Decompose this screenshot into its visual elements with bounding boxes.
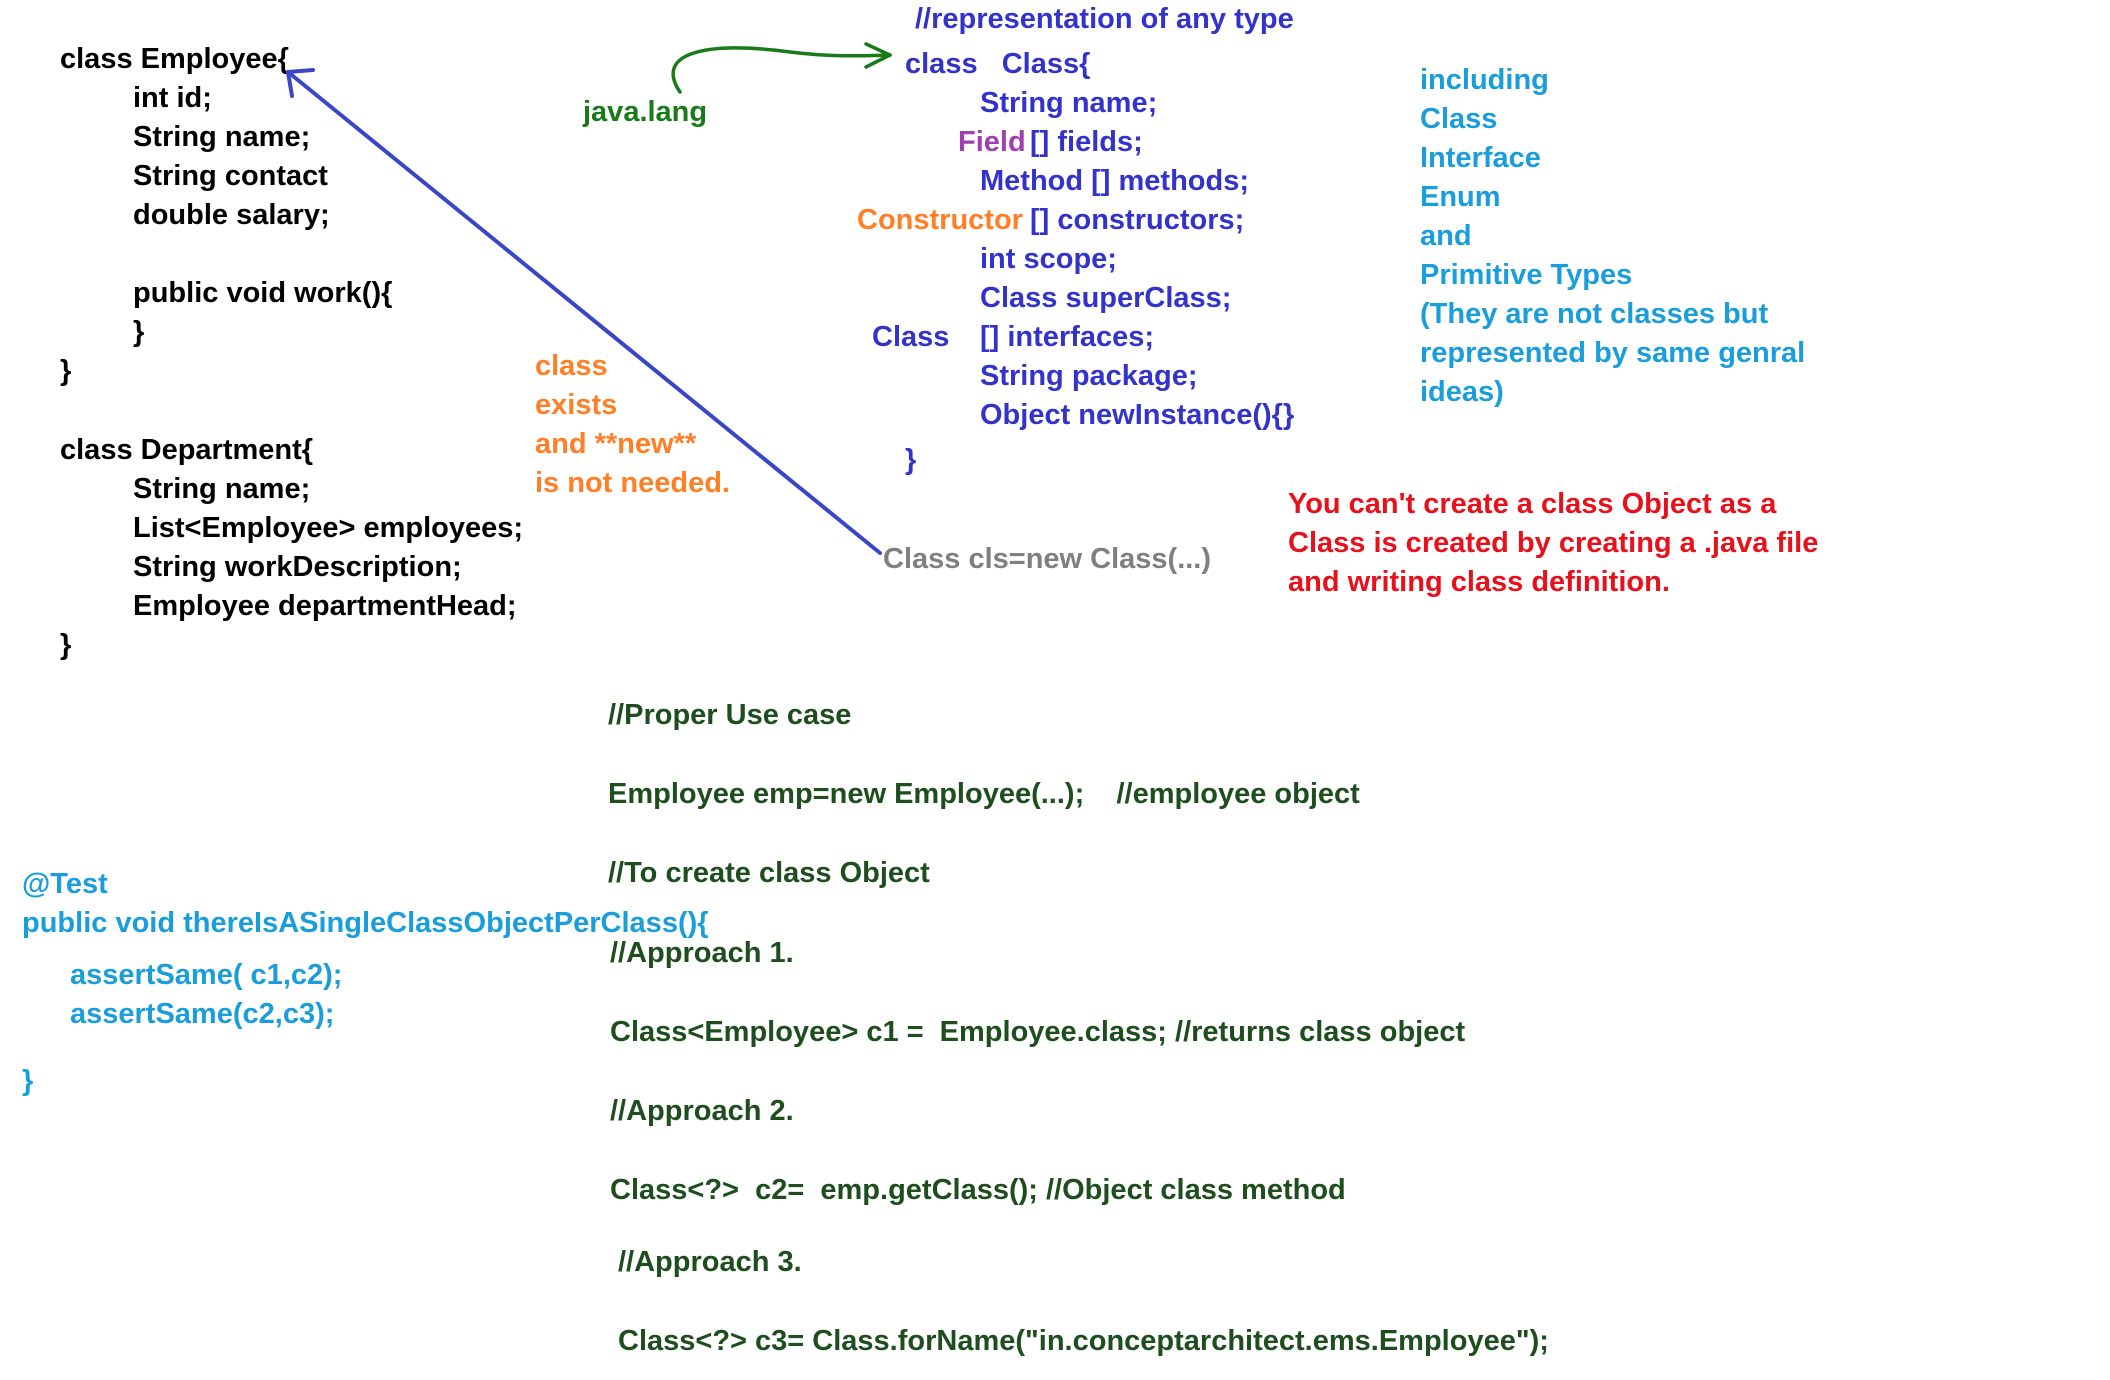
employee-class-close: } — [60, 355, 72, 387]
department-field-work-description: String workDescription; — [133, 551, 462, 583]
approach-2-comment: //Approach 2. — [610, 1095, 794, 1127]
cannot-create-note-line-3: and writing class definition. — [1288, 566, 1670, 598]
approach-3-comment: //Approach 3. — [618, 1246, 802, 1278]
class-class-field-name: String name; — [980, 87, 1158, 119]
department-field-name: String name; — [133, 473, 311, 505]
approach-3-code: Class<?> c3= Class.forName("in.conceptar… — [618, 1325, 1549, 1357]
constructor-type-label: Constructor — [857, 204, 1023, 236]
approach-1-comment: //Approach 1. — [610, 937, 794, 969]
test-method-signature: public void thereIsASingleClassObjectPer… — [22, 907, 709, 939]
test-assert-1: assertSame( c1,c2); — [70, 959, 343, 991]
employee-object-code: Employee emp=new Employee(...); //employ… — [608, 778, 1360, 810]
to-create-comment: //To create class Object — [608, 857, 930, 889]
including-note-line-7: (They are not classes but — [1420, 298, 1769, 330]
cannot-create-note-line-2: Class is created by creating a .java fil… — [1288, 527, 1819, 559]
including-note-line-1: including — [1420, 64, 1549, 96]
including-note-line-3: Interface — [1420, 142, 1541, 174]
employee-field-id: int id; — [133, 82, 212, 114]
class-class-package: String package; — [980, 360, 1198, 392]
employee-class-header: class Employee{ — [60, 43, 289, 75]
java-lang-label: java.lang — [583, 96, 708, 128]
approach-1-code: Class<Employee> c1 = Employee.class; //r… — [610, 1016, 1466, 1048]
cannot-create-note-line-1: You can't create a class Object as a — [1288, 488, 1777, 520]
class-class-interfaces: [] interfaces; — [980, 321, 1155, 353]
including-note-line-4: Enum — [1420, 181, 1501, 213]
class-type-label: Class — [872, 321, 950, 353]
employee-field-contact: String contact — [133, 160, 328, 192]
test-annotation: @Test — [22, 868, 108, 900]
department-field-head: Employee departmentHead; — [133, 590, 517, 622]
approach-2-code: Class<?> c2= emp.getClass(); //Object cl… — [610, 1174, 1346, 1206]
including-note-line-8: represented by same genral — [1420, 337, 1806, 369]
class-class-superclass: Class superClass; — [980, 282, 1232, 314]
class-class-methods: Method [] methods; — [980, 165, 1250, 197]
class-class-header: class Class{ — [905, 48, 1091, 80]
test-assert-2: assertSame(c2,c3); — [70, 998, 335, 1030]
class-class-fields: [] fields; — [1030, 126, 1143, 158]
class-class-scope: int scope; — [980, 243, 1117, 275]
proper-use-comment: //Proper Use case — [608, 699, 852, 731]
including-note-line-6: Primitive Types — [1420, 259, 1633, 291]
class-class-new-instance: Object newInstance(){} — [980, 399, 1295, 431]
class-class-comment: //representation of any type — [915, 3, 1294, 35]
department-class-close: } — [60, 629, 72, 661]
employee-method-work: public void work(){ — [133, 277, 393, 309]
class-exists-note-line-4: is not needed. — [535, 467, 730, 499]
test-method-close: } — [22, 1065, 34, 1097]
class-exists-note-line-3: and **new** — [535, 428, 697, 460]
employee-field-name: String name; — [133, 121, 311, 153]
department-class-header: class Department{ — [60, 434, 314, 466]
including-note-line-9: ideas) — [1420, 376, 1504, 408]
field-type-label: Field — [958, 126, 1026, 158]
class-exists-note-line-2: exists — [535, 389, 618, 421]
new-class-code: Class cls=new Class(...) — [883, 543, 1212, 575]
employee-field-salary: double salary; — [133, 199, 330, 231]
class-exists-note-line-1: class — [535, 350, 608, 382]
including-note-line-5: and — [1420, 220, 1472, 252]
class-class-constructors: [] constructors; — [1030, 204, 1245, 236]
including-note-line-2: Class — [1420, 103, 1498, 135]
class-class-close: } — [905, 444, 917, 476]
department-field-employees: List<Employee> employees; — [133, 512, 524, 544]
green-arrow — [671, 42, 892, 94]
employee-method-close: } — [133, 316, 145, 348]
